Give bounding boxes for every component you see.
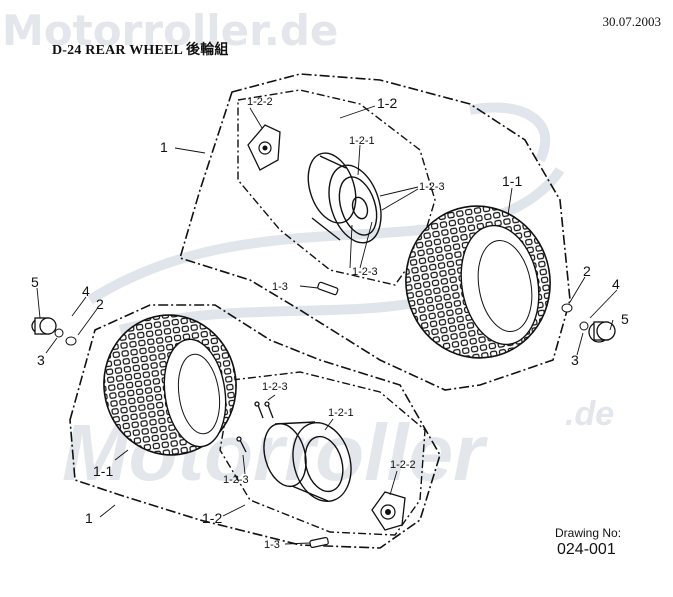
callout-1-2-2-lower: 1-2-2 <box>390 459 416 471</box>
cap-left <box>31 317 57 335</box>
callout-2-right: 2 <box>583 263 591 279</box>
nut-right <box>579 321 589 331</box>
callout-1-2-1-upper: 1-2-1 <box>349 135 375 147</box>
drawing-number: 024-001 <box>557 541 616 558</box>
leader-lines <box>36 105 618 545</box>
callout-1-3-lower: 1-3 <box>264 539 280 551</box>
drawing-number-label: Drawing No: <box>555 526 622 540</box>
washer-right <box>561 303 573 313</box>
valve-upper <box>317 281 339 296</box>
callout-1-lower: 1 <box>85 510 93 526</box>
valve-lower <box>309 536 329 549</box>
callout-5-right: 5 <box>621 311 629 327</box>
watermark-logo: Motorroller.de <box>2 6 339 55</box>
tire-lower <box>103 314 237 456</box>
rim-lower <box>263 421 352 503</box>
callout-1-2-3-lower-left: 1-2-3 <box>223 474 249 486</box>
callout-4-left: 4 <box>82 283 90 299</box>
callout-2-left: 2 <box>96 296 104 312</box>
callout-5-left: 5 <box>31 274 39 290</box>
callout-3-left: 3 <box>37 352 45 368</box>
watermark-logo-suffix: .de <box>565 395 614 433</box>
callout-1-2-3-upper-right: 1-2-3 <box>419 181 445 193</box>
upper-assembly-outline <box>179 73 571 391</box>
callout-4-right: 4 <box>612 276 620 292</box>
callout-1-2-2-upper: 1-2-2 <box>247 96 273 108</box>
callout-1-2-3-upper-bottom: 1-2-3 <box>352 266 378 278</box>
callout-1-upper: 1 <box>160 139 168 155</box>
diagram-title: D-24 REAR WHEEL 後輪組 <box>52 43 229 58</box>
washer-left <box>65 336 77 346</box>
lower-rim-outline <box>219 371 426 536</box>
callout-1-2-lower: 1-2 <box>202 510 222 526</box>
callout-1-1-upper: 1-1 <box>502 173 522 189</box>
callout-1-2-3-lower-top: 1-2-3 <box>262 381 288 393</box>
cap-right <box>588 321 616 343</box>
hub-plate-lower <box>371 491 406 531</box>
tire-upper <box>405 205 551 359</box>
upper-rim-outline <box>237 89 436 286</box>
callout-1-3-upper: 1-3 <box>272 281 288 293</box>
nut-left <box>54 328 64 338</box>
callout-1-1-lower: 1-1 <box>93 463 113 479</box>
callout-1-2-upper: 1-2 <box>377 95 397 111</box>
bolts-lower <box>236 401 274 453</box>
callout-3-right: 3 <box>571 352 579 368</box>
rim-upper <box>307 152 382 244</box>
diagram-date: 30.07.2003 <box>602 14 662 29</box>
hub-plate-upper <box>247 124 281 171</box>
callout-1-2-1-lower: 1-2-1 <box>328 407 354 419</box>
lower-assembly-outline <box>69 304 441 549</box>
